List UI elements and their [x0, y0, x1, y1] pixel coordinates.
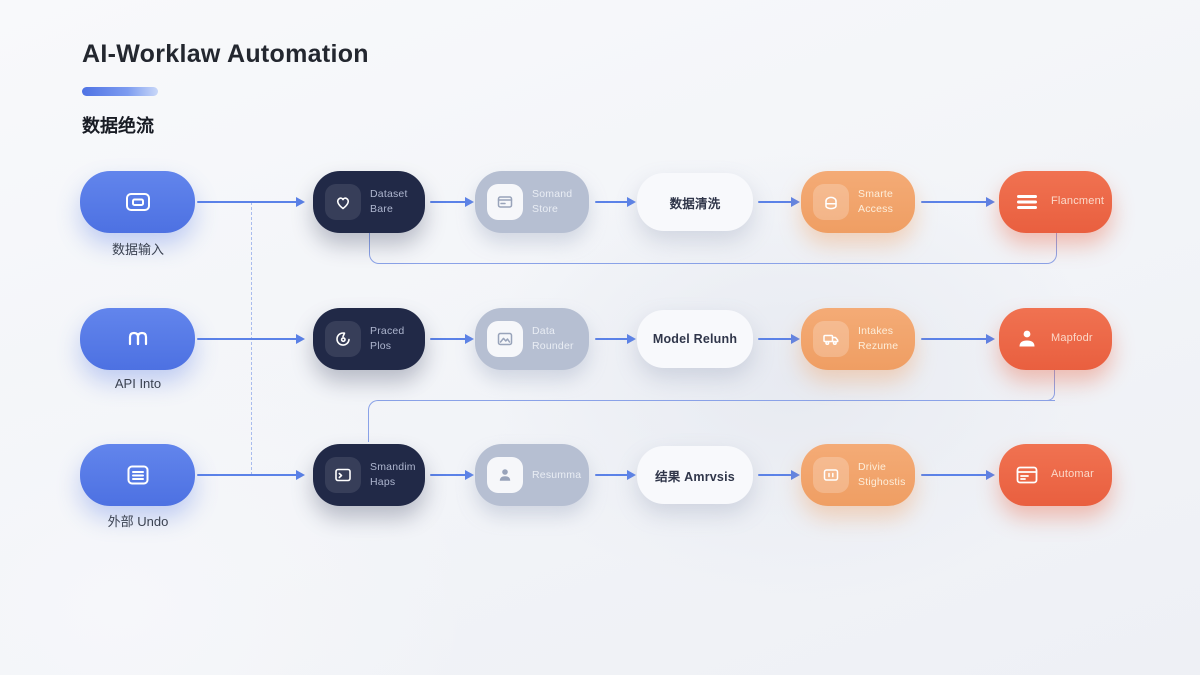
input-label-data: 数据输入	[111, 242, 164, 257]
arrow-input-to-process-r2	[197, 334, 305, 344]
output-node-label: Mapfodr	[1051, 332, 1093, 345]
document-lines-icon	[123, 460, 153, 490]
arrow-stage-to-service-r1	[758, 197, 800, 207]
truck-icon	[813, 321, 849, 357]
title-accent-bar	[82, 87, 158, 96]
output-node-label: Flancment	[1051, 195, 1105, 208]
arrow-store-to-stage-r2	[595, 334, 636, 344]
heart-icon	[325, 184, 361, 220]
arrow-input-to-process-r3	[197, 470, 305, 480]
brackets-icon	[123, 324, 153, 354]
input-node-external	[80, 444, 195, 506]
card-icon	[487, 184, 523, 220]
stage-node-r2: Model Relunh	[637, 310, 753, 368]
arrow-service-to-output-r1	[921, 197, 995, 207]
terminal-icon	[325, 457, 361, 493]
feedback-line-r2	[368, 400, 1055, 442]
feedback-line-r2-drop	[1047, 370, 1055, 401]
user-icon	[1014, 326, 1040, 352]
gauge-icon	[325, 321, 361, 357]
stage-node-r1: 数据清洗	[637, 173, 753, 231]
person-icon	[487, 457, 523, 493]
output-node-r1: Flancment	[999, 171, 1112, 233]
feedback-line-r1	[369, 233, 1057, 264]
arrow-process-to-store-r1	[430, 197, 474, 207]
monitor-icon	[813, 457, 849, 493]
arrow-stage-to-service-r3	[758, 470, 800, 480]
arrow-stage-to-service-r2	[758, 334, 800, 344]
input-node-api	[80, 308, 195, 370]
stage-node-label: Model Relunh	[652, 332, 738, 346]
stage-node-r3: 结果 Amrvsis	[637, 446, 753, 504]
input-label-external: 外部 Undo	[107, 514, 169, 529]
store-node-label: Resumma	[532, 468, 582, 481]
arrow-input-to-process-r1	[197, 197, 305, 207]
menu-bars-icon	[1014, 189, 1040, 215]
stage-node-label: 结果 Amrvsis	[655, 469, 735, 484]
input-label-api: API Into	[114, 376, 162, 391]
arrow-process-to-store-r3	[430, 470, 474, 480]
page-title: AI-Worklaw Automation	[82, 40, 369, 68]
arrow-service-to-output-r3	[921, 470, 995, 480]
output-node-r2: Mapfodr	[999, 308, 1112, 370]
store-node-r3: Resumma	[475, 444, 589, 506]
card-lines-icon	[1014, 462, 1040, 488]
input-node-data	[80, 171, 195, 233]
window-icon	[123, 187, 153, 217]
arrow-store-to-stage-r3	[595, 470, 636, 480]
arrow-service-to-output-r2	[921, 334, 995, 344]
stage-node-label: 数据清洗	[669, 196, 721, 211]
output-node-label: Automar	[1051, 468, 1094, 481]
stack-icon	[813, 184, 849, 220]
section-subtitle: 数据绝流	[82, 116, 154, 136]
output-node-r3: Automar	[999, 444, 1112, 506]
image-icon	[487, 321, 523, 357]
arrow-store-to-stage-r1	[595, 197, 636, 207]
arrow-process-to-store-r2	[430, 334, 474, 344]
